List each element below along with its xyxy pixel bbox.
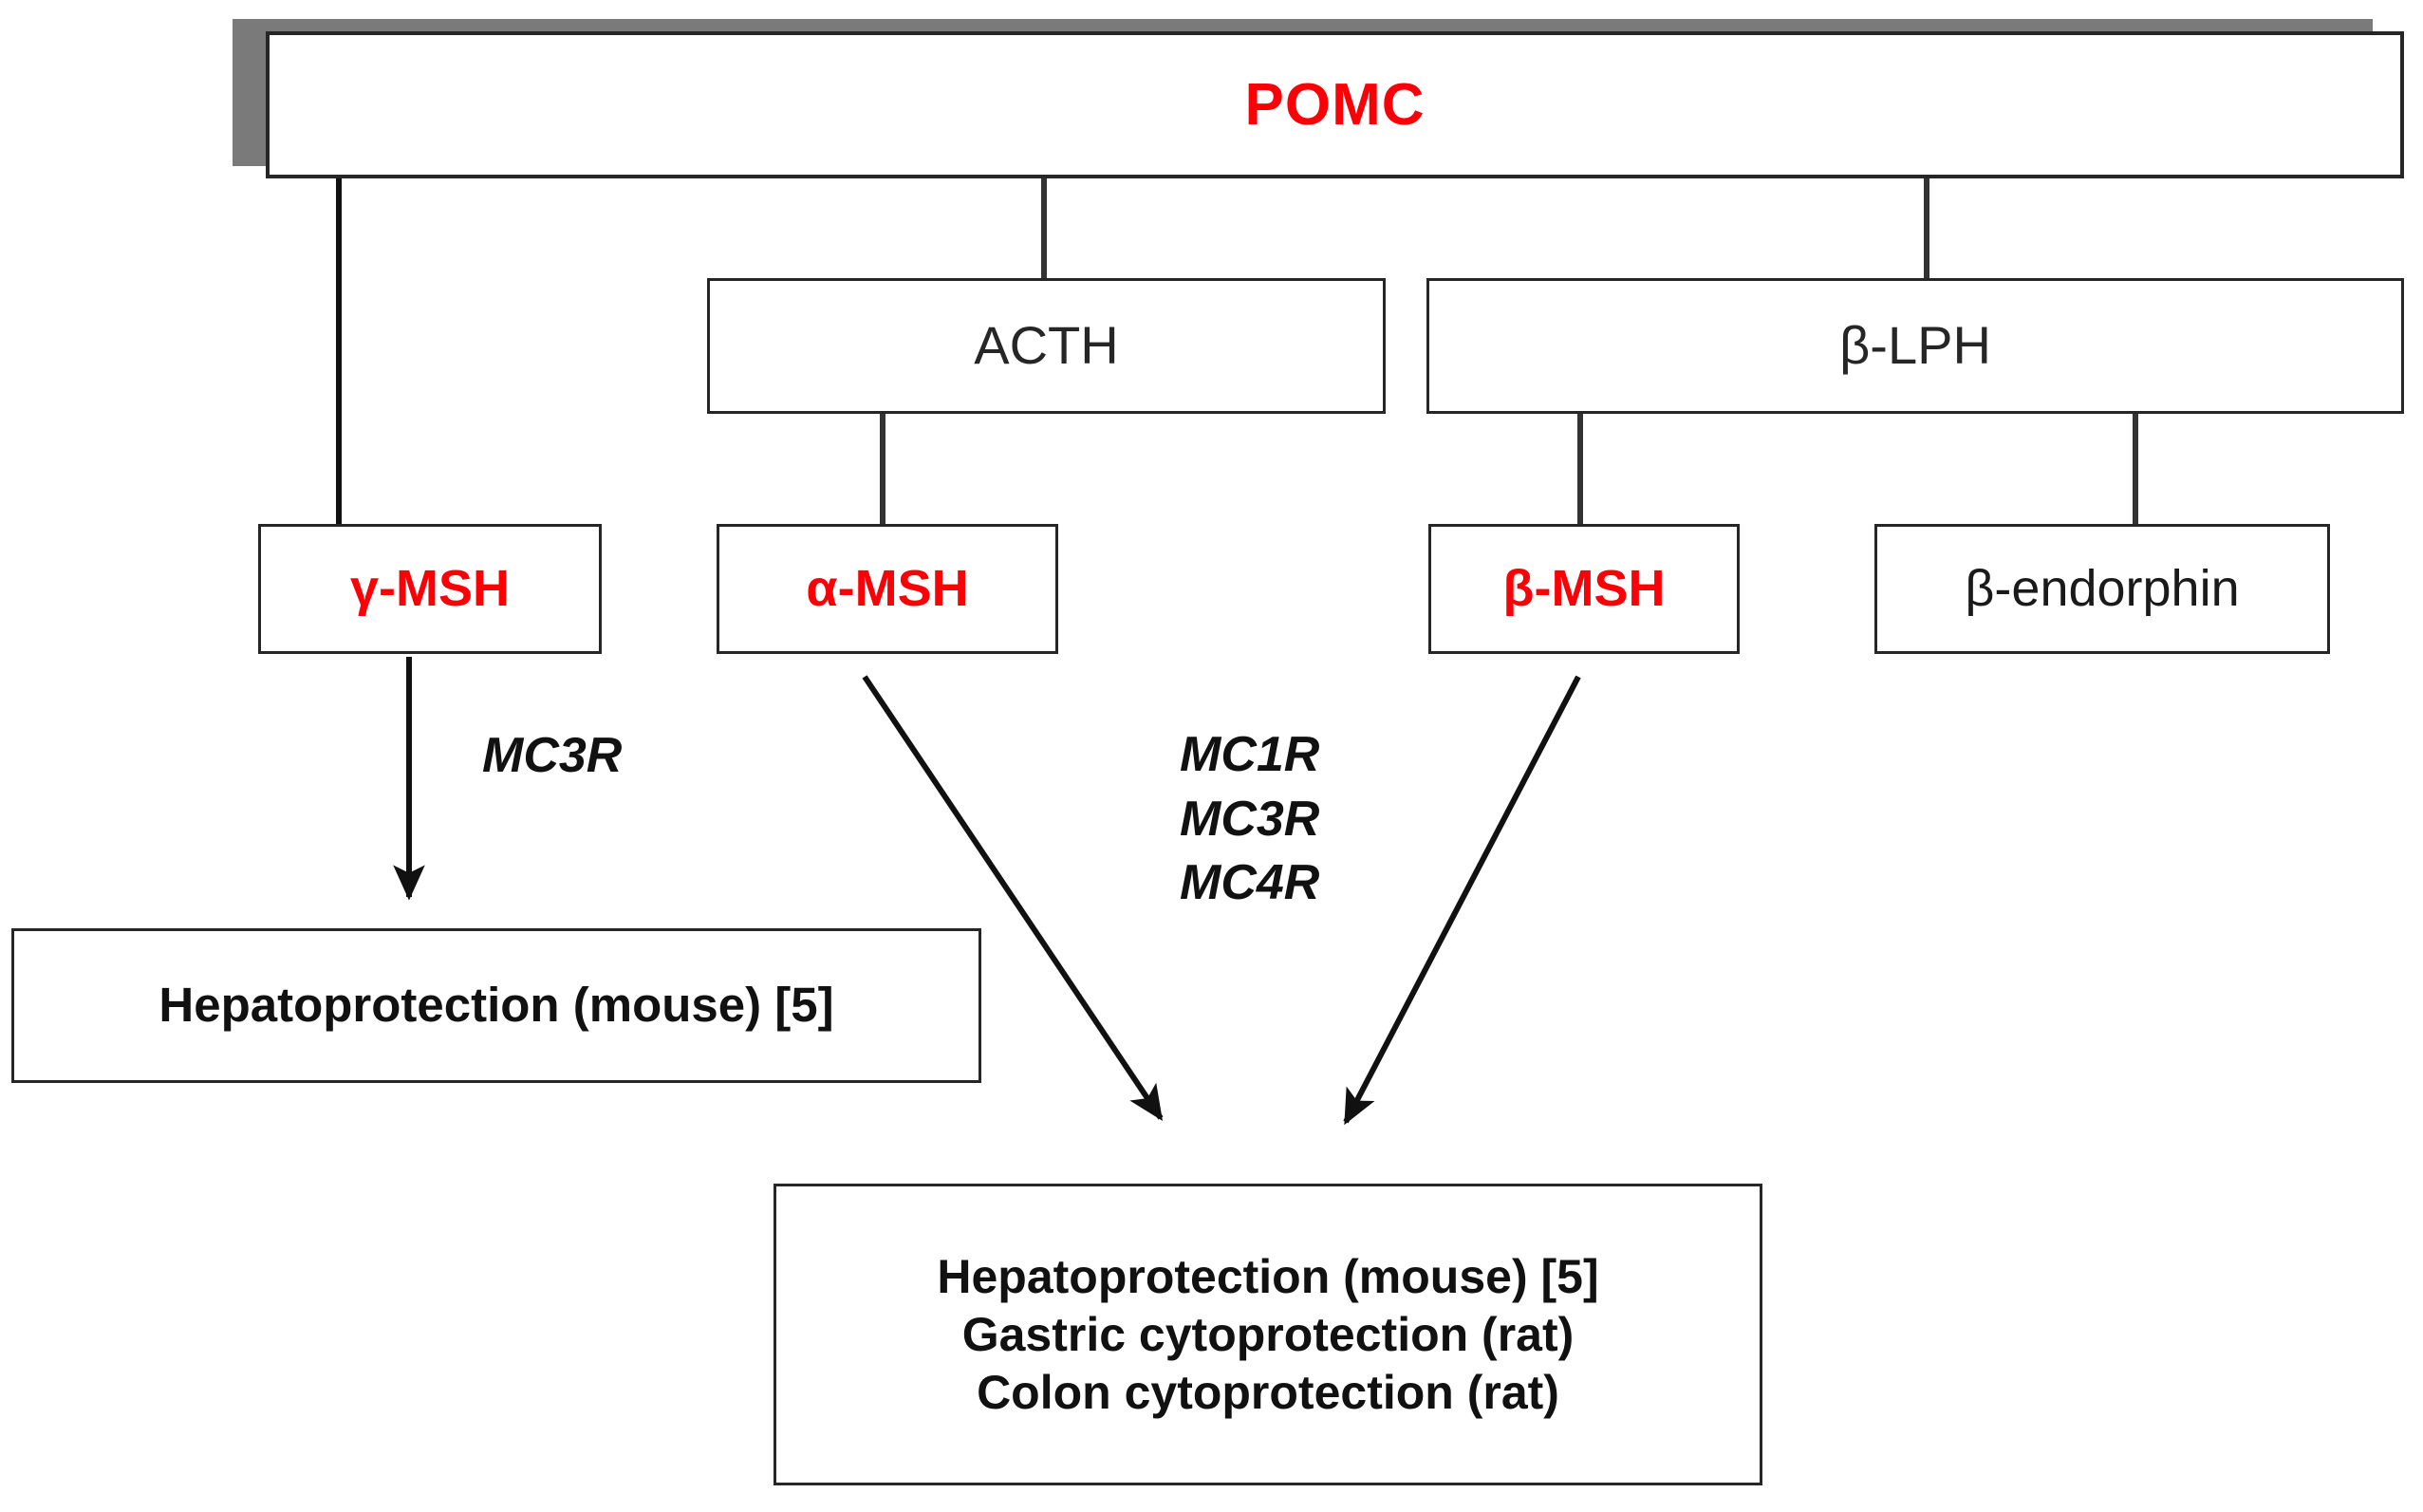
node-gamma-msh-label: γ-MSH <box>349 559 510 617</box>
receptor-label-mc3r-shared: MC3R <box>1180 791 1320 847</box>
node-beta-lph[interactable]: β-LPH <box>1426 278 2404 414</box>
node-outcomes[interactable]: Hepatoprotection (mouse) [5] Gastric cyt… <box>773 1184 1762 1485</box>
node-beta-lph-label: β-LPH <box>1839 315 1991 376</box>
node-pomc[interactable]: POMC <box>266 31 2404 178</box>
node-alpha-msh-label: α-MSH <box>806 559 969 617</box>
receptor-label-group: MC1R MC3R MC4R <box>1180 723 1319 916</box>
node-beta-endorphin-label: β-endorphin <box>1965 559 2240 617</box>
receptor-label-mc3r: MC3R <box>482 728 623 783</box>
node-acth[interactable]: ACTH <box>707 278 1386 414</box>
arrow-beta-msh-outcomes <box>1343 675 1581 1126</box>
outcome-line-2: Gastric cytoprotection (rat) <box>961 1307 1575 1361</box>
node-hepatoprotection-gamma[interactable]: Hepatoprotection (mouse) [5] <box>11 928 981 1083</box>
receptor-label-mc4r: MC4R <box>1180 855 1320 911</box>
outcome-line-3: Colon cytoprotection (rat) <box>977 1365 1559 1419</box>
receptor-label-mc1r: MC1R <box>1180 727 1320 782</box>
node-acth-label: ACTH <box>974 315 1119 376</box>
node-hepatoprotection-gamma-label: Hepatoprotection (mouse) [5] <box>158 978 834 1033</box>
node-pomc-label: POMC <box>1244 71 1426 138</box>
outcome-line-1: Hepatoprotection (mouse) [5] <box>937 1249 1599 1303</box>
node-beta-msh[interactable]: β-MSH <box>1428 524 1740 654</box>
node-beta-msh-label: β-MSH <box>1502 559 1666 617</box>
node-gamma-msh[interactable]: γ-MSH <box>258 524 602 654</box>
node-beta-endorphin[interactable]: β-endorphin <box>1874 524 2330 654</box>
node-alpha-msh[interactable]: α-MSH <box>717 524 1058 654</box>
